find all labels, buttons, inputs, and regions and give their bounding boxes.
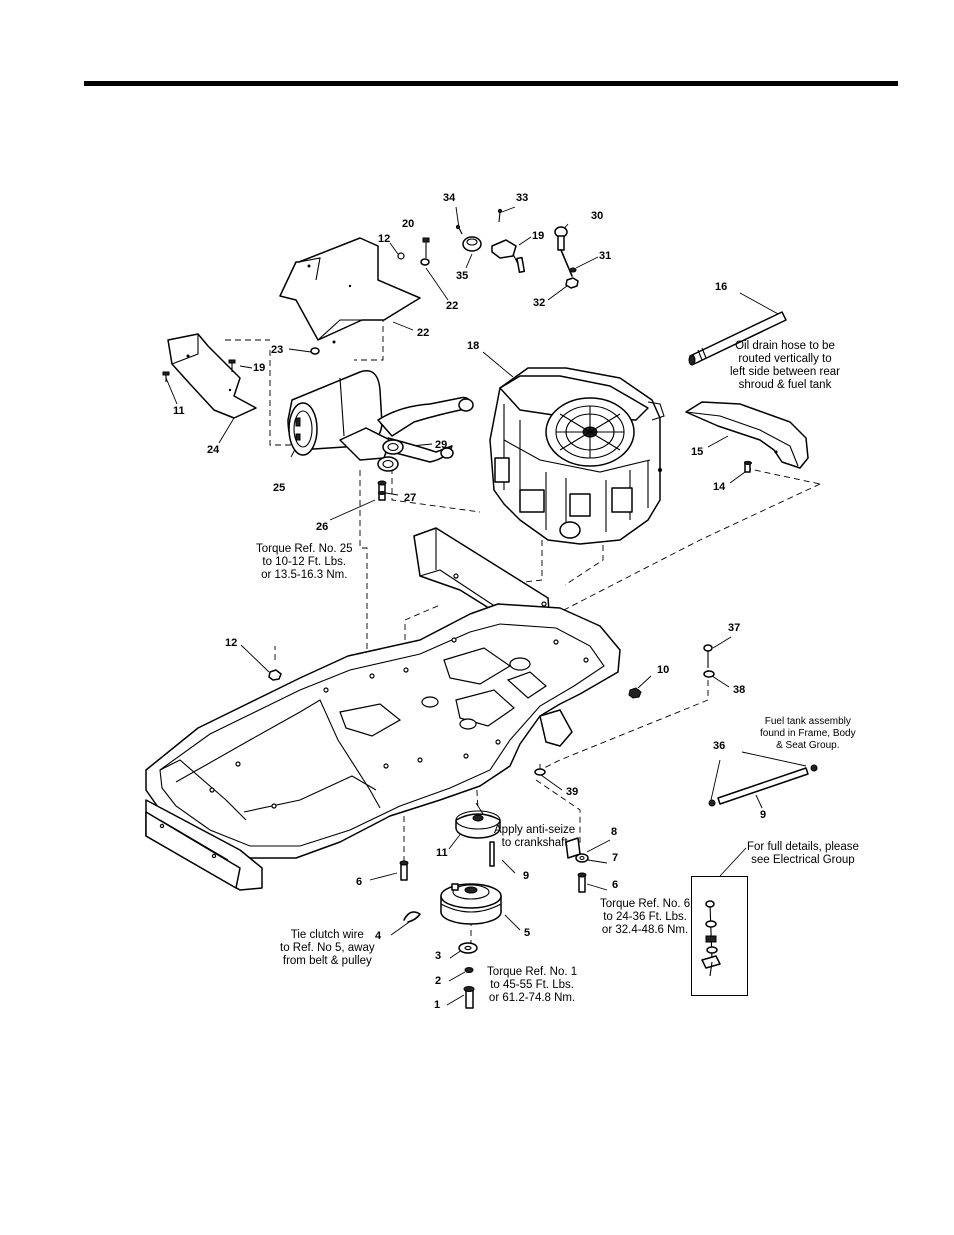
callout-9: 9: [523, 870, 530, 882]
callout-16: 18: [467, 340, 480, 352]
callout-19: 20: [402, 218, 415, 230]
callout-14: 15: [691, 446, 704, 458]
callout-31: 32: [533, 297, 546, 309]
note-torque-ref-6: Torque Ref. No. 6 to 24-36 Ft. Lbs. or 3…: [600, 898, 691, 936]
callout-15: 16: [715, 281, 728, 293]
callout-7: 7: [612, 852, 619, 864]
rear-shroud-part-14: [685, 401, 809, 473]
callout-34: 35: [456, 270, 469, 282]
shield-part-23: [162, 333, 320, 419]
callout-39: 39: [566, 786, 579, 798]
note-oil-drain-hose: Oil drain hose to be routed vertically t…: [730, 340, 840, 391]
callout-23: 24: [207, 444, 220, 456]
frame-hardware: [268, 644, 715, 776]
callout-25: 26: [316, 521, 329, 533]
note-electrical-group: For full details, please see Electrical …: [747, 841, 859, 866]
callout-13: 14: [713, 481, 726, 493]
note-fuel-tank-assembly: Fuel tank assembly found in Frame, Body …: [760, 716, 856, 751]
exhaust-pipe: [377, 396, 474, 501]
callout-6: 6: [612, 879, 619, 891]
main-frame: [145, 603, 621, 859]
note-torque-ref-25: Torque Ref. No. 25 to 10-12 Ft. Lbs. or …: [256, 543, 353, 581]
electrical-detail-box: [691, 876, 748, 996]
callout-22: 23: [271, 344, 284, 356]
wire-tie-part-4: [403, 911, 421, 923]
clutch-bracket-hardware: [399, 837, 589, 893]
callout-6: 6: [356, 876, 363, 888]
callout-12: 12: [225, 637, 238, 649]
pulley-part-10: [455, 810, 501, 839]
callout-20: 22: [417, 327, 430, 339]
electric-clutch-part-5: [440, 883, 502, 925]
callout-36: 36: [713, 740, 726, 752]
front-bumper: [145, 799, 263, 891]
callout-1: 1: [434, 999, 441, 1011]
callout-22: 22: [446, 300, 459, 312]
callout-3: 3: [435, 950, 442, 962]
callout-29: 30: [591, 210, 604, 222]
callout-35: 9: [760, 809, 767, 821]
note-clutch-wire: Tie clutch wire to Ref. No 5, away from …: [280, 929, 375, 967]
callout-30: 31: [599, 250, 612, 262]
callout-11: 10: [657, 664, 670, 676]
callout-38: 38: [733, 684, 746, 696]
fuel-line-part-35: [708, 764, 818, 807]
engine-part-16: [489, 367, 665, 545]
callout-10: 11: [436, 847, 448, 859]
key-part-9: [489, 841, 495, 867]
callout-8: 8: [611, 826, 618, 838]
callout-27: 29: [435, 439, 448, 451]
callout-5: 5: [524, 927, 531, 939]
callout-12: 11: [173, 405, 185, 417]
callout-4: 4: [375, 930, 382, 942]
callout-32: 33: [516, 192, 529, 204]
muffler-part-24: [287, 370, 391, 461]
callout-2: 2: [435, 975, 442, 987]
top-hardware: [397, 208, 579, 289]
electrical-detail-parts: [701, 900, 721, 977]
note-torque-ref-1: Torque Ref. No. 1 to 45-55 Ft. Lbs. or 6…: [487, 966, 578, 1004]
callout-37: 37: [728, 622, 741, 634]
callout-19: 19: [253, 362, 266, 374]
leader-lines: [165, 206, 807, 1006]
callout-26: 27: [404, 492, 417, 504]
callout-24: 25: [273, 482, 286, 494]
header-rule: [84, 81, 898, 86]
heat-shield-part-20: [279, 237, 421, 344]
note-anti-seize: Apply anti-seize to crankshaft: [494, 824, 576, 849]
callout-12: 12: [378, 233, 391, 245]
clutch-bolt-stack: [458, 942, 478, 1009]
callout-18: 19: [532, 230, 545, 242]
callout-33: 34: [443, 192, 456, 204]
oil-drain-hose-part-15: [688, 311, 787, 366]
